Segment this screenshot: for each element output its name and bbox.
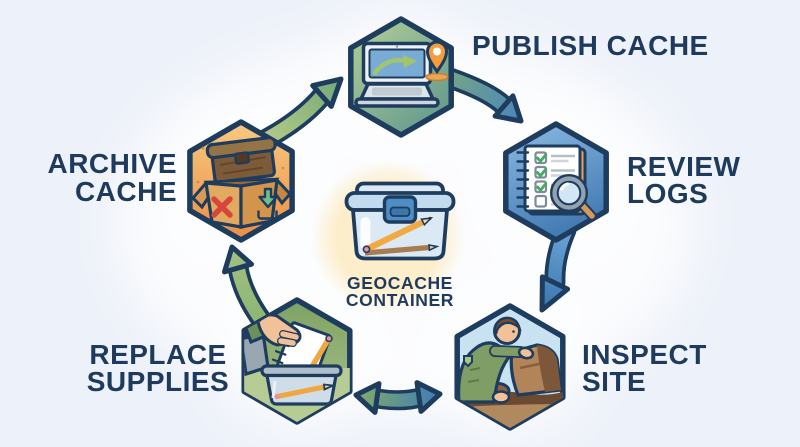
container-clasp-latch <box>389 206 411 217</box>
arrowhead <box>539 274 571 313</box>
brown-pencil-icon <box>364 244 440 256</box>
ranger-arm <box>490 346 525 357</box>
geocache-container-icon <box>344 181 456 261</box>
ranger-icon <box>457 316 535 404</box>
archive-cache-icon <box>190 136 293 229</box>
arrowhead <box>492 93 524 124</box>
label-review-line1: REVIEW <box>627 151 741 182</box>
ranger-hand <box>517 346 535 360</box>
label-inspect-line2: SITE <box>582 366 646 397</box>
publish-cache-icon <box>354 40 449 108</box>
center-hub: GEOCACHE CONTAINER <box>311 160 465 314</box>
arrowhead-right <box>414 380 443 414</box>
label-archive-line1: ARCHIVE <box>47 148 177 179</box>
magnifier-icon <box>550 173 597 221</box>
center-label-line2: CONTAINER <box>346 290 454 310</box>
ranger-hair <box>493 316 522 335</box>
label-replace-line2: SUPPLIES <box>87 366 229 397</box>
container-sheen <box>360 217 371 250</box>
chest-icon <box>205 136 277 184</box>
checkmark-icon <box>536 182 548 193</box>
share-arrow-icon <box>372 57 408 76</box>
share-arrowhead <box>403 55 417 68</box>
arrow-replace-to-archive <box>222 244 274 333</box>
red-x-icon <box>211 196 233 218</box>
label-replace-line1: REPLACE <box>89 339 226 370</box>
supply-container-icon <box>260 364 343 406</box>
step-review-logs <box>503 121 609 243</box>
checkmark-icon <box>536 167 548 178</box>
label-inspect-line1: INSPECT <box>582 339 707 370</box>
orange-pencil-icon <box>362 216 434 254</box>
label-review-line2: LOGS <box>627 178 708 209</box>
review-logs-icon <box>516 144 597 221</box>
step-publish-cache <box>348 16 454 138</box>
center-label-line1: GEOCACHE <box>347 273 453 293</box>
ranger-hand-lower <box>491 390 511 404</box>
arrowhead-left <box>353 381 382 415</box>
checkmark-icon <box>536 153 548 164</box>
arrow-inspect-replace-bidirectional <box>353 380 443 415</box>
shoulder-badge <box>463 355 473 368</box>
arrowhead <box>310 76 344 109</box>
label-publish-cache: PUBLISH CACHE <box>472 30 709 61</box>
arrow-publish-to-review <box>439 67 524 124</box>
pencil-in-container-icon <box>274 383 337 400</box>
arrowhead <box>222 244 254 275</box>
label-archive-line2: CACHE <box>75 176 177 207</box>
pin-shadow <box>425 72 449 82</box>
spiral-binding <box>516 151 530 208</box>
map-pin-icon <box>425 40 449 75</box>
archive-down-arrow-icon <box>257 187 278 220</box>
step-archive-cache <box>187 119 295 243</box>
step-replace-supplies <box>241 297 353 425</box>
laptop-icon <box>354 41 440 108</box>
